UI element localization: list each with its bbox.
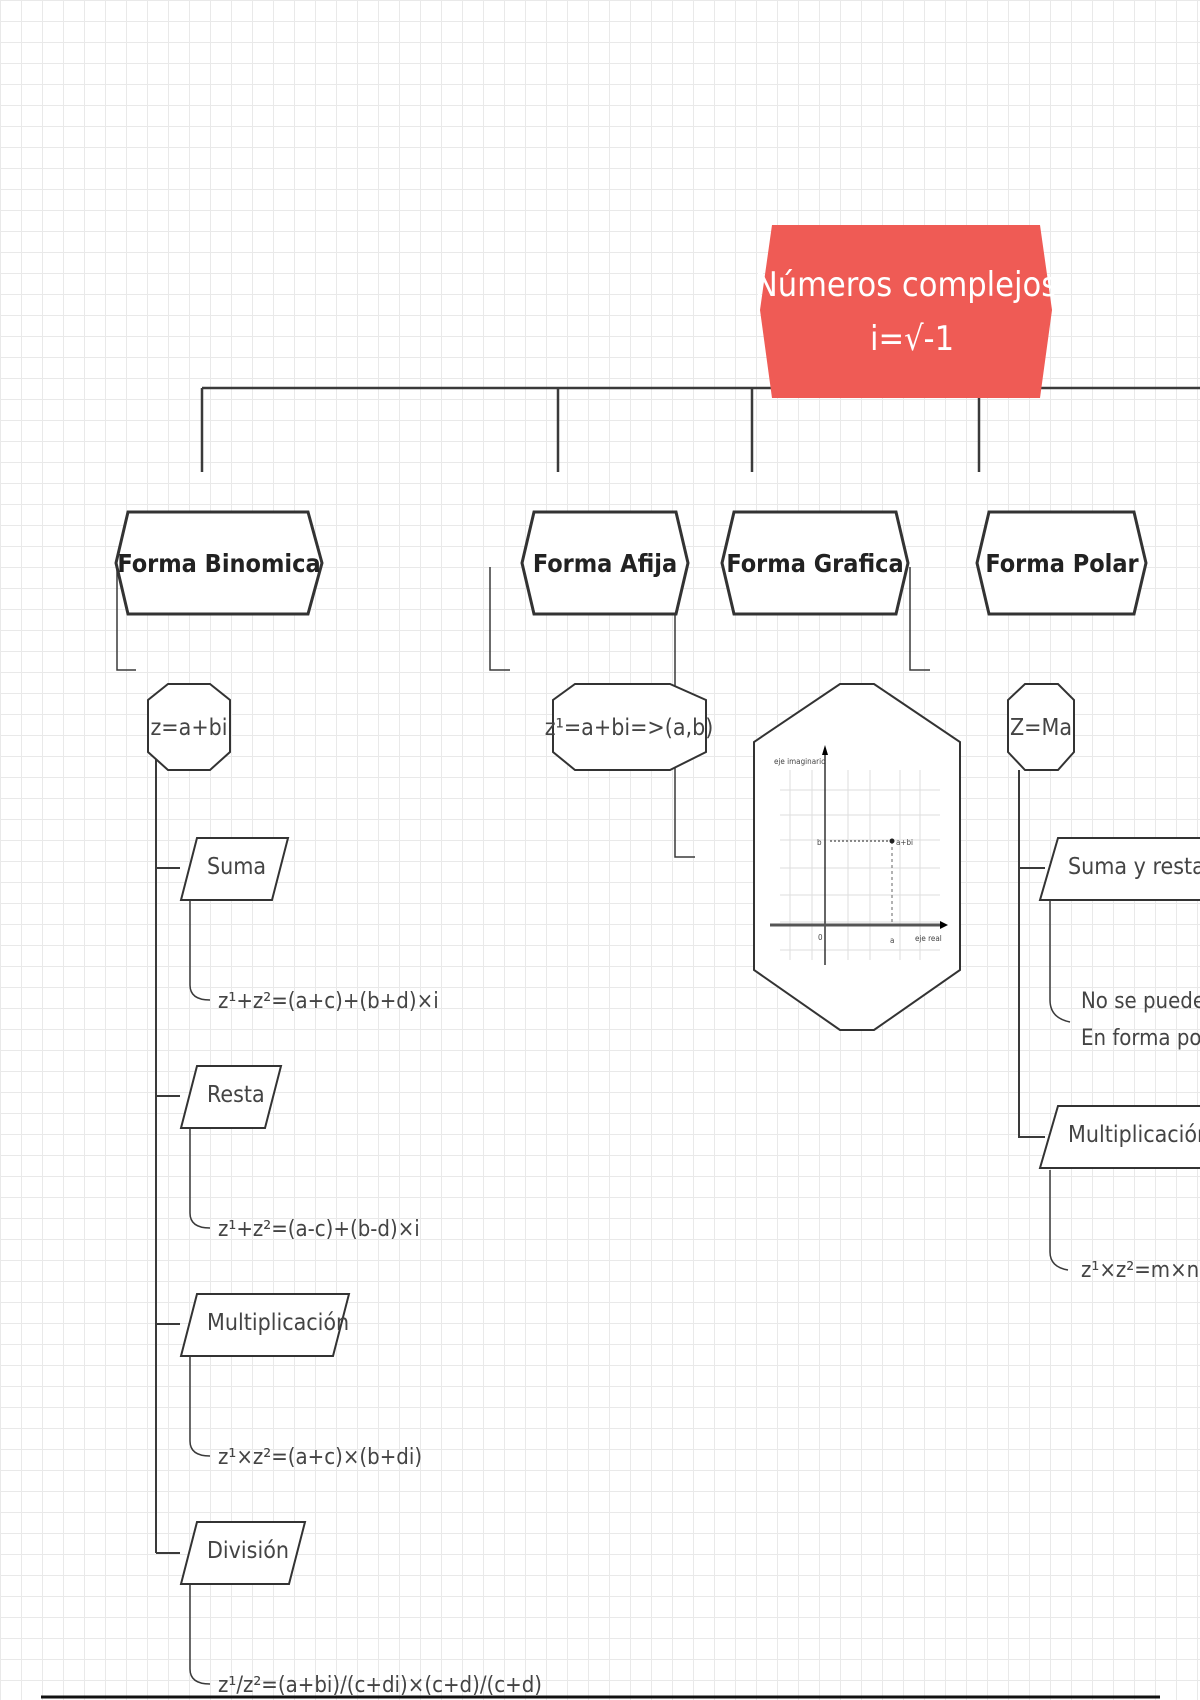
formula-multiplicacion: z¹×z²=(a+c)×(b+di) [218,1445,422,1470]
svg-text:Forma Afija: Forma Afija [533,549,677,578]
svg-text:0: 0 [818,933,823,942]
formula-polar-suma-line1: No se pueden s [1081,989,1200,1014]
svg-text:a+bi: a+bi [896,838,913,847]
binomica-expression[interactable]: z=a+bi [147,683,231,771]
svg-text:Suma: Suma [207,854,266,880]
svg-text:Forma Binomica: Forma Binomica [117,549,320,578]
svg-text:Resta: Resta [207,1082,265,1108]
svg-text:z=a+bi: z=a+bi [150,715,227,741]
formula-polar-multiplicacion: z¹×z²=m×n.a- [1081,1258,1200,1283]
svg-text:División: División [207,1538,289,1564]
svg-text:eje imaginario: eje imaginario [774,757,826,766]
root-node[interactable]: Números complejos i=√-1 [755,225,1057,398]
op-resta[interactable]: Resta [179,1065,283,1129]
root-title: Números complejos [755,265,1057,305]
svg-text:Z=Ma: Z=Ma [1010,715,1072,741]
svg-text:eje real: eje real [915,934,942,943]
op-division[interactable]: División [179,1521,307,1585]
polar-expression[interactable]: Z=Ma [1007,683,1075,771]
form-afija[interactable]: Forma Afija [520,510,690,616]
op-suma[interactable]: Suma [179,837,290,901]
root-subtitle: i=√-1 [870,319,954,359]
svg-text:Suma y resta: Suma y resta [1068,854,1200,880]
op-suma-resta-polar[interactable]: Suma y resta [1038,837,1200,901]
svg-text:Multiplicación: Multiplicación [1068,1122,1200,1148]
svg-text:b: b [817,838,822,847]
afija-expression[interactable]: z¹=a+bi=>(a,b) [545,683,714,771]
complex-plane-graph: eje imaginario b a+bi 0 a eje real [753,683,961,1031]
formula-resta: z¹+z²=(a-c)+(b-d)×i [218,1217,420,1242]
formula-division: z¹/z²=(a+bi)/(c+di)×(c+d)/(c+d) [218,1673,542,1698]
form-polar[interactable]: Forma Polar [975,510,1148,616]
op-multiplicacion[interactable]: Multiplicación [179,1293,351,1357]
root-shape [760,225,1052,398]
svg-text:z¹=a+bi=>(a,b): z¹=a+bi=>(a,b) [545,715,714,741]
svg-text:Forma Grafica: Forma Grafica [726,549,903,578]
formula-polar-suma-line2: En forma polar [1081,1026,1200,1051]
connectors [116,368,1200,1685]
svg-text:Forma Polar: Forma Polar [985,549,1139,578]
svg-text:a: a [890,936,894,945]
form-binomica[interactable]: Forma Binomica [114,510,324,616]
form-grafica[interactable]: Forma Grafica [720,510,910,616]
svg-text:Multiplicación: Multiplicación [207,1310,349,1336]
op-multiplicacion-polar[interactable]: Multiplicación [1038,1105,1200,1169]
formula-suma: z¹+z²=(a+c)+(b+d)×i [218,989,439,1014]
